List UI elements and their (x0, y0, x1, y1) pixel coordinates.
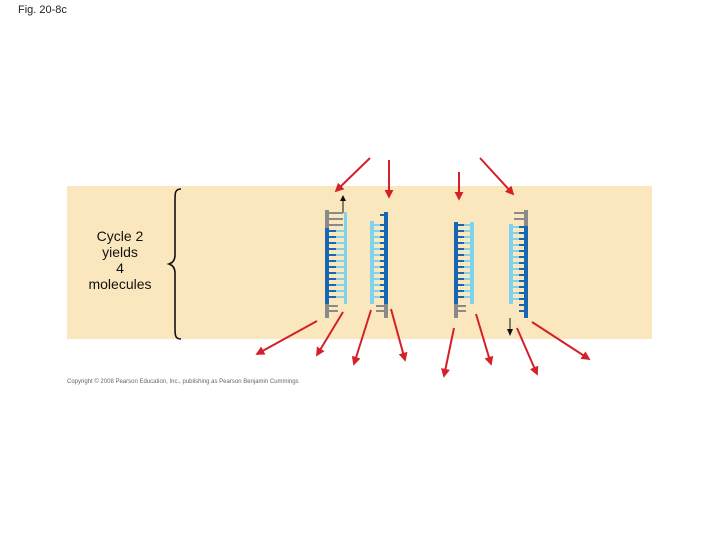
cycle-caption-line-1: Cycle 2 (96, 228, 144, 244)
cycle-caption-line-4: molecules (88, 276, 152, 292)
outgoing-arrow-2 (316, 311, 344, 357)
outgoing-arrow-6 (475, 313, 494, 366)
incoming-arrow-4 (479, 157, 515, 196)
synthesis-arrow-up-head (340, 195, 346, 201)
copyright-notice: Copyright © 2008 Pearson Education, Inc.… (67, 379, 299, 385)
synthesis-arrow-down-head (507, 329, 513, 336)
outgoing-arrow-5 (441, 327, 455, 378)
dna-molecule-3 (454, 222, 474, 318)
dna-molecule-4 (509, 210, 528, 318)
dna-molecule-2 (370, 212, 388, 318)
figure-label: Fig. 20-8c (18, 4, 67, 16)
cycle-background-band (67, 186, 652, 339)
outgoing-arrow-8 (531, 321, 591, 360)
grouping-brace (166, 188, 182, 340)
incoming-arrows (334, 157, 515, 201)
outgoing-arrows (255, 308, 591, 378)
cycle-caption: Cycle 2 yields 4 molecules (72, 228, 168, 292)
incoming-arrow-1 (334, 157, 371, 193)
outgoing-arrow-7 (516, 327, 539, 376)
outgoing-arrow-4 (390, 308, 408, 362)
outgoing-arrow-1 (255, 320, 318, 355)
outgoing-arrow-3 (351, 309, 372, 366)
cycle-caption-line-3: 4 (116, 260, 124, 276)
dna-molecule-1 (325, 210, 347, 318)
cycle-caption-line-2: yields (102, 244, 138, 260)
